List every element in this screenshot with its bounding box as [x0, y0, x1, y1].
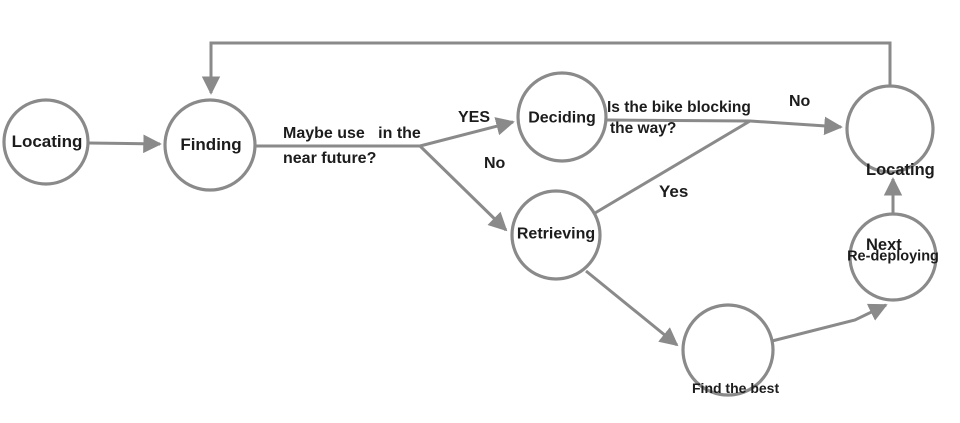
node-label-locating-next-line1: Locating	[866, 161, 935, 179]
node-circle-locating-next	[845, 84, 935, 174]
edge-label-bike-blocking-line2: the way?	[610, 120, 677, 137]
node-label-find-best-location: Find the best location	[692, 331, 779, 423]
node-label-find-best-line1: Find the best	[692, 380, 780, 396]
edge-branch-to-deciding	[419, 117, 515, 148]
node-label-re-deploying: Re-deploying	[847, 248, 939, 265]
edge-locating-next-to-finding-loop	[201, 41, 892, 95]
edge-retrieving-to-junction	[594, 119, 751, 215]
edge-label-no-to-retrieving: No	[484, 155, 506, 172]
edge-label-maybe-use-line1: Maybe use in the	[283, 125, 421, 142]
node-circle-re-deploying	[848, 212, 938, 302]
edge-label-bike-blocking-line1: Is the bike blocking	[607, 99, 751, 116]
edge-branch-to-retrieving	[418, 144, 508, 232]
node-label-locating-next-line2: Next	[866, 236, 902, 254]
edge-label-yes-to-deciding: YES	[458, 109, 491, 126]
edge-locating-to-finding	[87, 134, 162, 154]
node-circle-locating	[2, 98, 90, 186]
node-circle-retrieving	[510, 189, 602, 281]
node-circle-find-best-location	[681, 303, 775, 397]
edge-label-no-to-locating-next: No	[789, 93, 811, 110]
edge-label-maybe-use-line2: near future?	[283, 150, 377, 167]
node-label-locating-next: Locating Next	[866, 108, 935, 308]
node-label-locating: Locating	[11, 131, 83, 151]
node-circle-finding	[163, 98, 257, 192]
node-label-finding: Finding	[180, 134, 242, 154]
node-circle-deciding	[516, 71, 608, 163]
edge-retrieving-to-find-best	[585, 269, 679, 347]
edge-label-yes-to-locating-next: Yes	[659, 182, 689, 201]
edge-find-best-to-re-deploying	[771, 303, 888, 343]
node-label-retrieving: Retrieving	[516, 225, 596, 243]
node-label-deciding: Deciding	[528, 109, 596, 127]
